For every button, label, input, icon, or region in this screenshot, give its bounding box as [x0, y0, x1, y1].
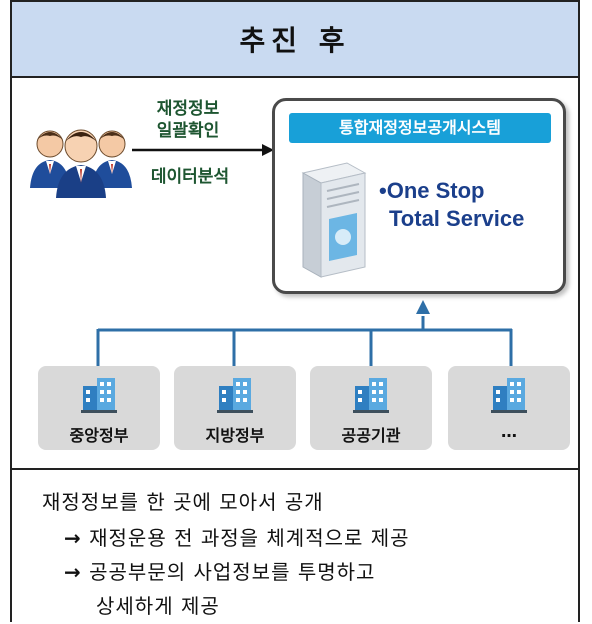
building-icon	[217, 378, 253, 413]
building-icon	[81, 378, 117, 413]
summary-line2: → 재정운용 전 과정을 체계적으로 제공	[64, 522, 410, 551]
header-title: 추진 후	[239, 24, 351, 57]
summary-line2-text: 재정운용 전 과정을 체계적으로 제공	[89, 526, 410, 550]
header-bar: 추진 후	[12, 2, 578, 78]
org-name: 중앙정부	[69, 426, 129, 445]
arrow-icon: →	[64, 526, 82, 550]
summary-line3: → 공공부문의 사업정보를 투명하고	[64, 556, 375, 585]
summary-line4: 상세하게 제공	[96, 594, 220, 618]
system-box: 통합재정정보공개시스템 •One Stop Total Service	[272, 98, 566, 294]
arrow-icon: →	[64, 560, 82, 584]
service-line1-text: One Stop	[386, 178, 485, 203]
diagram-frame: 추진 후	[10, 0, 580, 622]
org-name: 공공기관	[341, 426, 401, 445]
label-data-analysis: 데이터분석	[150, 167, 230, 187]
service-bullet: •	[379, 178, 387, 203]
service-text: •One Stop Total Service	[379, 177, 524, 233]
server-icon	[301, 162, 367, 278]
summary-line3-text: 공공부문의 사업정보를 투명하고	[89, 560, 376, 584]
org-box-others: …	[448, 366, 570, 450]
users-icon	[30, 129, 132, 198]
org-name: …	[501, 422, 517, 441]
label-info-check: 재정정보 일괄확인	[140, 98, 236, 142]
system-title: 통합재정정보공개시스템	[289, 113, 551, 143]
service-line1: •One Stop	[379, 177, 524, 205]
building-icon	[491, 378, 527, 413]
org-box-local-gov: 지방정부	[174, 366, 296, 450]
label-info-check-line1: 재정정보	[156, 99, 220, 119]
arrow-to-system	[132, 144, 274, 156]
org-name: 지방정부	[205, 426, 265, 445]
building-icon	[353, 378, 389, 413]
diagram-area: 재정정보 일괄확인 데이터분석 통합재정정보공개시스템 •One Stop	[12, 78, 578, 468]
summary-section: 재정정보를 한 곳에 모아서 공개 → 재정운용 전 과정을 체계적으로 제공 …	[12, 468, 578, 624]
service-line2: Total Service	[389, 206, 525, 231]
label-info-check-line2: 일괄확인	[156, 121, 220, 141]
org-connectors	[96, 300, 513, 368]
org-box-public-institution: 공공기관	[310, 366, 432, 450]
summary-line1: 재정정보를 한 곳에 모아서 공개	[42, 490, 324, 514]
org-box-central-gov: 중앙정부	[38, 366, 160, 450]
